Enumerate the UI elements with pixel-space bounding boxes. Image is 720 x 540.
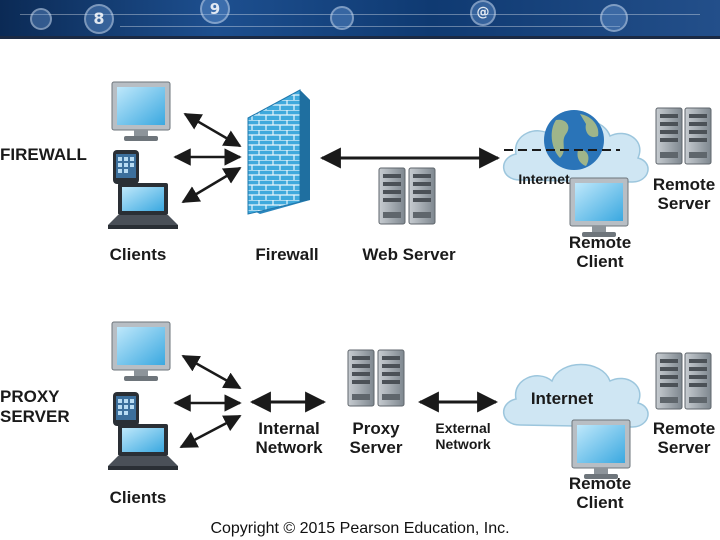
internal-network-label: Internal Network — [248, 419, 330, 457]
banner-bubble: 9 — [200, 0, 230, 24]
client-laptop — [108, 183, 178, 229]
web-server-tower-icon — [408, 167, 436, 225]
remote-client-monitor — [569, 177, 629, 238]
remote-server-tower-icon — [684, 352, 712, 410]
banner-bubble — [600, 4, 628, 32]
client-phone — [113, 150, 139, 184]
internet-label: Internet — [518, 171, 570, 187]
external-network-label: External Network — [424, 420, 502, 452]
arrow — [179, 414, 242, 449]
section-title-line: PROXY — [0, 387, 60, 406]
firewall-label: Firewall — [255, 245, 319, 264]
remote-server-tower-icon — [655, 107, 683, 165]
banner-bubble: 8 — [84, 4, 114, 34]
internal-network-label-line: Internal — [258, 419, 320, 438]
remote-server-label-line: Server — [657, 194, 711, 213]
proxy-server-label-line: Server — [349, 438, 403, 457]
web-server-tower-icon — [378, 167, 406, 225]
remote-client-label-line: Client — [576, 252, 624, 271]
remote-server-label: Remote Server — [648, 419, 720, 457]
client-phone — [113, 392, 139, 426]
remote-server-label-line: Remote — [652, 175, 716, 194]
client-laptop — [108, 424, 178, 470]
remote-client-monitor — [571, 419, 631, 480]
clients-label: Clients — [109, 245, 167, 264]
remote-server-label: Remote Server — [648, 175, 720, 213]
section-title-line: SERVER — [0, 407, 70, 426]
external-network-label-line: Network — [435, 436, 491, 452]
firewall-icon — [247, 89, 310, 215]
arrow — [183, 112, 242, 148]
arrow — [181, 354, 242, 390]
header-rule — [0, 36, 720, 39]
remote-server-tower-icon — [655, 352, 683, 410]
banner-line — [20, 14, 700, 15]
remote-client-label: Remote Client — [560, 233, 640, 271]
banner-bubble: @ — [470, 0, 496, 26]
remote-server-tower-icon — [684, 107, 712, 165]
header-banner: 8 9 @ — [0, 0, 720, 36]
copyright-text: Copyright © 2015 Pearson Education, Inc. — [210, 520, 510, 537]
proxy-server-tower-icon — [347, 349, 375, 407]
web-server-label: Web Server — [362, 245, 456, 264]
section-title-proxy-server: PROXY SERVER — [0, 387, 70, 427]
banner-bubble — [330, 6, 354, 30]
remote-server-label-line: Server — [657, 438, 711, 457]
proxy-server-label-line: Proxy — [352, 419, 400, 438]
remote-client-label: Remote Client — [560, 474, 640, 512]
internal-network-label-line: Network — [255, 438, 323, 457]
remote-client-label-line: Remote — [568, 474, 632, 493]
banner-line — [120, 26, 620, 27]
globe-icon — [544, 110, 604, 170]
client-desktop — [111, 81, 171, 142]
client-desktop — [111, 321, 171, 382]
section-title-firewall: FIREWALL — [0, 145, 87, 164]
external-network-label-line: External — [435, 420, 491, 436]
remote-client-label-line: Remote — [568, 233, 632, 252]
arrow — [181, 166, 242, 204]
proxy-server-tower-icon — [377, 349, 405, 407]
remote-server-label-line: Remote — [652, 419, 716, 438]
internet-label: Internet — [530, 389, 594, 408]
clients-label: Clients — [109, 488, 167, 507]
banner-bubble — [30, 8, 52, 30]
proxy-server-label: Proxy Server — [338, 419, 414, 457]
remote-client-label-line: Client — [576, 493, 624, 512]
